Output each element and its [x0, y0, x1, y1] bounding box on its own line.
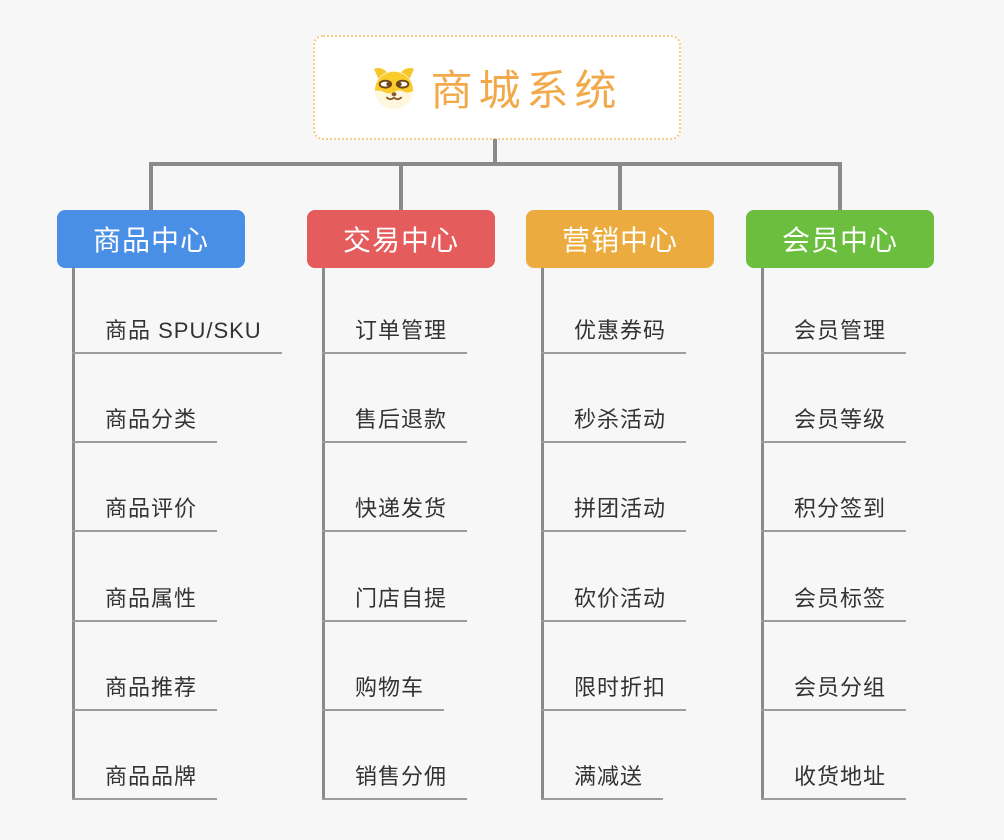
branch-label: 交易中心 — [342, 225, 459, 256]
branch-trunk-line — [322, 268, 325, 800]
branch-bus-line — [149, 162, 842, 166]
branch-label: 会员中心 — [781, 225, 898, 256]
leaf-node[interactable]: 商品分类 — [72, 407, 218, 443]
branch-connector-stub — [838, 162, 842, 210]
branch-node-3[interactable]: 营销中心 — [526, 210, 714, 268]
leaf-node[interactable]: 销售分佣 — [322, 764, 468, 800]
branch-node-1[interactable]: 商品中心 — [57, 210, 245, 268]
branch-trunk-line — [541, 268, 544, 800]
leaf-node[interactable]: 售后退款 — [322, 407, 468, 443]
leaf-node[interactable]: 商品 SPU/SKU — [72, 318, 282, 354]
leaf-node[interactable]: 购物车 — [322, 675, 445, 711]
leaf-node[interactable]: 会员管理 — [761, 318, 907, 354]
leaf-node[interactable]: 订单管理 — [322, 318, 468, 354]
branch-trunk-line — [72, 268, 75, 800]
leaf-node[interactable]: 拼团活动 — [541, 496, 687, 532]
branch-node-4[interactable]: 会员中心 — [746, 210, 934, 268]
leaf-node[interactable]: 会员标签 — [761, 586, 907, 622]
branch-trunk-line — [761, 268, 764, 800]
root-connector-stub — [493, 139, 497, 166]
leaf-node[interactable]: 积分签到 — [761, 496, 907, 532]
root-node[interactable]: 商城系统 — [313, 35, 681, 140]
branch-node-2[interactable]: 交易中心 — [307, 210, 495, 268]
leaf-node[interactable]: 秒杀活动 — [541, 407, 687, 443]
leaf-node[interactable]: 商品评价 — [72, 496, 218, 532]
branch-label: 营销中心 — [561, 225, 678, 256]
leaf-node[interactable]: 收货地址 — [761, 764, 907, 800]
root-title: 商城系统 — [430, 67, 623, 114]
leaf-node[interactable]: 快递发货 — [322, 496, 468, 532]
leaf-node[interactable]: 限时折扣 — [541, 675, 687, 711]
leaf-node[interactable]: 商品属性 — [72, 586, 218, 622]
leaf-node[interactable]: 满减送 — [541, 764, 664, 800]
branch-connector-stub — [618, 162, 622, 210]
leaf-node[interactable]: 砍价活动 — [541, 586, 687, 622]
branch-connector-stub — [399, 162, 403, 210]
leaf-node[interactable]: 商品品牌 — [72, 764, 218, 800]
leaf-node[interactable]: 商品推荐 — [72, 675, 218, 711]
leaf-node[interactable]: 优惠券码 — [541, 318, 687, 354]
branch-connector-stub — [149, 162, 153, 210]
dog-face-icon — [371, 66, 417, 110]
leaf-node[interactable]: 会员分组 — [761, 675, 907, 711]
branch-label: 商品中心 — [92, 225, 209, 256]
leaf-node[interactable]: 会员等级 — [761, 407, 907, 443]
leaf-node[interactable]: 门店自提 — [322, 586, 468, 622]
